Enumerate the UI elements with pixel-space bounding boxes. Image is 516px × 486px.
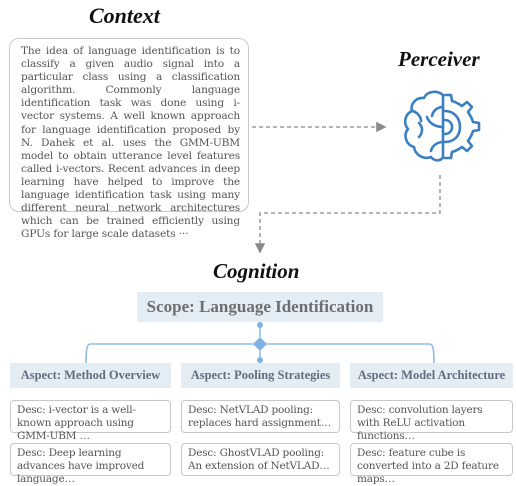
desc-box: Desc: NetVLAD pooling: replaces hard ass… (181, 400, 340, 433)
tree-node-dot (257, 322, 263, 328)
aspect-model-architecture: Aspect: Model Architecture (350, 363, 513, 388)
desc-box: Desc: Deep learning advances have improv… (10, 443, 171, 485)
tree-node-dot (257, 357, 263, 363)
desc-box: Desc: GhostVLAD pooling: An extension of… (181, 443, 340, 476)
scope-box: Scope: Language Identification (137, 292, 383, 322)
desc-box: Desc: convolution layers with ReLU activ… (350, 400, 513, 442)
context-text-box: The idea of language identification is t… (9, 38, 249, 240)
tree-diamond (253, 337, 267, 351)
cognition-title: Cognition (213, 259, 300, 283)
perceiver-to-cognition-arrow (254, 175, 441, 254)
desc-box: Desc: feature cube is converted into a 2… (350, 443, 513, 485)
perceiver-title: Perceiver (398, 47, 480, 71)
aspect-method-overview: Aspect: Method Overview (10, 363, 171, 388)
brain-gear-icon (403, 90, 481, 162)
tree-lines (85, 322, 435, 364)
context-title: Context (89, 3, 160, 28)
desc-box: Desc: i-vector is a well-known approach … (10, 400, 171, 442)
aspect-pooling-strategies: Aspect: Pooling Strategies (181, 363, 340, 388)
